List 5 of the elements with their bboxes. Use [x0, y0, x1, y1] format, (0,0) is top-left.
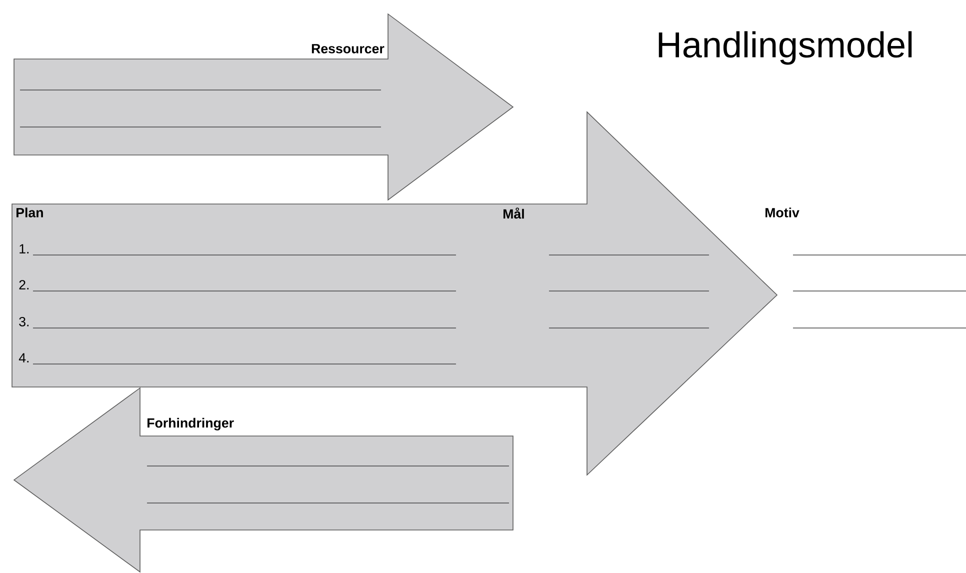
list-number: 2.: [19, 280, 28, 290]
title: Handlingsmodel: [658, 31, 912, 65]
list-number: 1.: [20, 244, 28, 254]
list-number: 3.: [19, 316, 28, 326]
list-number: 4.: [18, 353, 28, 362]
